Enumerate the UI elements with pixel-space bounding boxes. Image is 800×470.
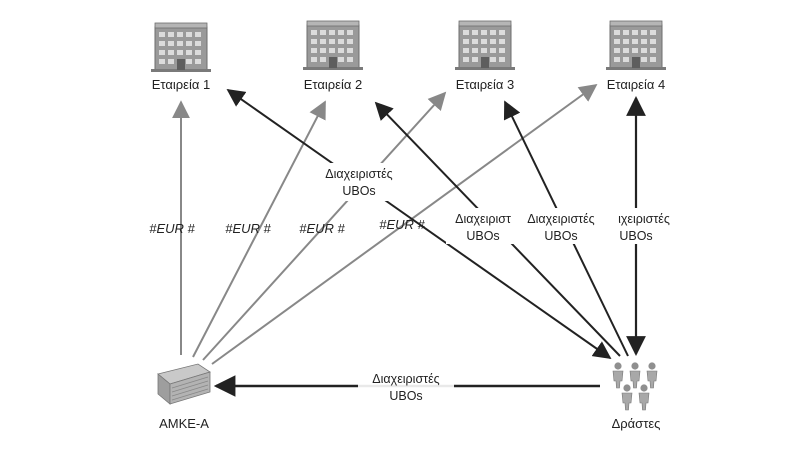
ubo-bottom-line1: Διαχειριστές: [372, 372, 439, 386]
label-ubo-main: Διαχειριστές UBOs: [310, 163, 408, 201]
ubo-c3-line2: UBOs: [544, 229, 577, 243]
node-company2: Εταιρεία 2: [302, 20, 364, 92]
ubo-c2-line2: UBOs: [466, 229, 499, 243]
ubo-bottom-line2: UBOs: [389, 389, 422, 403]
label-ubo-company3: Διαχειριστές UBOs: [520, 208, 606, 244]
node-company4: Εταιρεία 4: [605, 20, 667, 92]
actors-label: Δράστες: [612, 416, 661, 431]
server-rack-icon: [157, 363, 211, 405]
eur-label-3: #EUR #: [299, 221, 345, 236]
people-group-icon: [612, 362, 658, 411]
eur-label-2: #EUR #: [225, 221, 271, 236]
node-company1: Εταιρεία 1: [150, 22, 212, 92]
office-building-icon: [150, 22, 212, 73]
company4-label: Εταιρεία 4: [607, 77, 665, 92]
office-building-icon: [605, 20, 667, 71]
edge-actors-company1: [226, 88, 612, 360]
ubo-c4-line1: ιχειριστές: [618, 212, 670, 226]
ubo-c4-line2: UBOs: [619, 229, 652, 243]
company2-label: Εταιρεία 2: [304, 77, 362, 92]
label-ubo-company4: ιχειριστές UBOs: [606, 208, 682, 244]
node-actors: Δράστες: [612, 362, 661, 431]
ubo-c2-line1: Διαχειριστ: [455, 212, 511, 226]
office-building-icon: [454, 20, 516, 71]
amke-label: ΑΜΚΕ-Α: [159, 416, 209, 431]
ubo-c3-line1: Διαχειριστές: [527, 212, 594, 226]
office-building-icon: [302, 20, 364, 71]
label-ubo-company2: Διαχειριστ UBOs: [446, 208, 520, 244]
ubo-main-line1: Διαχειριστές: [325, 167, 392, 181]
node-company3: Εταιρεία 3: [454, 20, 516, 92]
eur-label-1: #EUR #: [149, 221, 195, 236]
eur-label-4: #EUR #: [379, 217, 425, 232]
label-ubo-bottom: Διαχειριστές UBOs: [358, 370, 454, 406]
node-amke: ΑΜΚΕ-Α: [157, 363, 211, 431]
company1-label: Εταιρεία 1: [152, 77, 210, 92]
ubo-main-line2: UBOs: [342, 184, 375, 198]
company3-label: Εταιρεία 3: [456, 77, 514, 92]
